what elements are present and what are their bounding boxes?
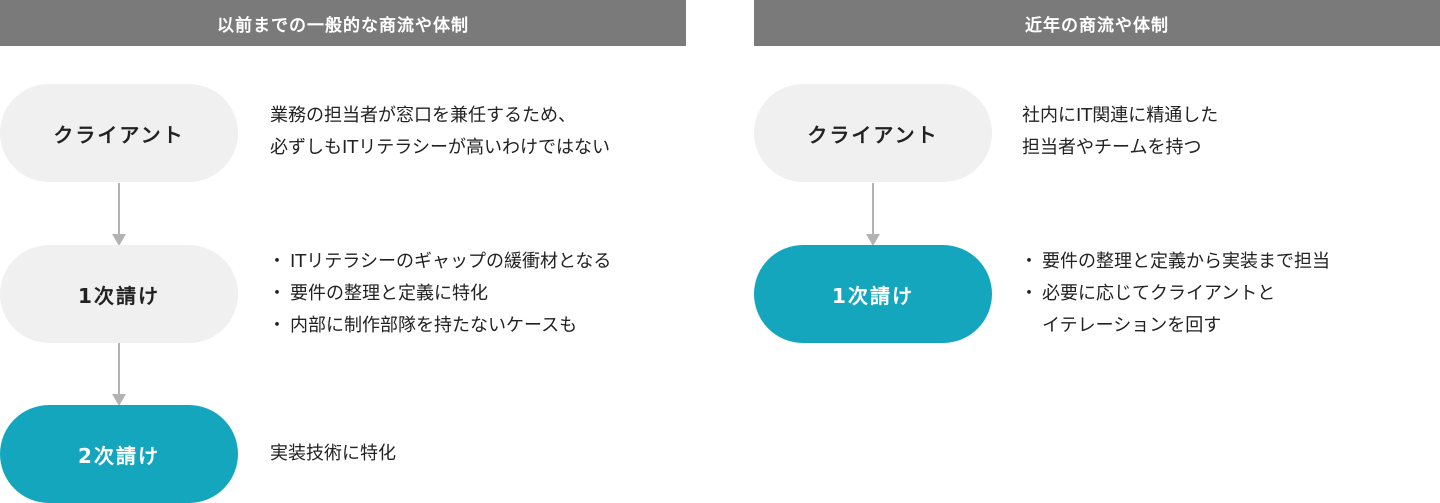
left-arrow-1	[112, 183, 126, 246]
right-section-header: 近年の商流や体制	[754, 0, 1440, 46]
right-client-description: 社内にIT関連に精通した 担当者やチームを持つ	[1022, 100, 1218, 164]
bullet-item: ・要件の整理と定義に特化	[266, 278, 611, 310]
right-arrow-1	[866, 183, 880, 246]
right-node-client: クライアント	[754, 84, 992, 182]
arrow-down-icon	[866, 234, 880, 246]
arrow-down-icon	[112, 234, 126, 246]
bullet-text: 要件の整理と定義に特化	[290, 283, 488, 304]
arrow-line	[872, 183, 874, 234]
bullet-dot: ・	[1020, 251, 1038, 272]
left-node-client: クライアント	[0, 84, 238, 182]
node-label: クライアント	[53, 122, 185, 147]
right-section-title: 近年の商流や体制	[1025, 15, 1169, 36]
arrow-down-icon	[112, 394, 126, 406]
node-label: 1次請け	[78, 283, 160, 308]
bullet-text: 内部に制作部隊を持たないケースも	[290, 315, 578, 336]
left-client-description: 業務の担当者が窓口を兼任するため、 必ずしもITリテラシーが高いわけではない	[270, 100, 610, 164]
left-node-first-contractor: 1次請け	[0, 245, 238, 343]
node-label: 2次請け	[78, 443, 160, 468]
bullet-text-continuation: イテレーションを回す	[1042, 315, 1222, 336]
arrow-line	[118, 183, 120, 234]
left-section-title: 以前までの一般的な商流や体制	[217, 15, 469, 36]
description-line: 実装技術に特化	[270, 443, 396, 464]
arrow-line	[118, 343, 120, 394]
description-line: 担当者やチームを持つ	[1022, 137, 1202, 158]
bullet-item: ・必要に応じてクライアントとイテレーションを回す	[1018, 278, 1330, 342]
bullet-dot: ・	[268, 251, 286, 272]
description-line: 必ずしもITリテラシーが高いわけではない	[270, 137, 610, 158]
node-label: 1次請け	[832, 283, 914, 308]
bullet-dot: ・	[1020, 283, 1038, 304]
left-arrow-2	[112, 343, 126, 406]
bullet-dot: ・	[268, 283, 286, 304]
description-line: 社内にIT関連に精通した	[1022, 105, 1219, 126]
bullet-text: 要件の整理と定義から実装まで担当	[1042, 251, 1330, 272]
bullet-list: ・ITリテラシーのギャップの緩衝材となる ・要件の整理と定義に特化 ・内部に制作…	[266, 246, 611, 342]
right-node-first-contractor: 1次請け	[754, 245, 992, 343]
bullet-text: ITリテラシーのギャップの緩衝材となる	[290, 251, 612, 272]
left-first-contractor-description: ・ITリテラシーのギャップの緩衝材となる ・要件の整理と定義に特化 ・内部に制作…	[266, 246, 611, 342]
node-label: クライアント	[807, 122, 939, 147]
bullet-text: 必要に応じてクライアントと	[1042, 283, 1276, 304]
left-section-header: 以前までの一般的な商流や体制	[0, 0, 686, 46]
left-node-second-contractor: 2次請け	[0, 405, 238, 503]
bullet-item: ・要件の整理と定義から実装まで担当	[1018, 246, 1330, 278]
right-first-contractor-description: ・要件の整理と定義から実装まで担当 ・必要に応じてクライアントとイテレーションを…	[1018, 246, 1330, 342]
bullet-item: ・内部に制作部隊を持たないケースも	[266, 310, 611, 342]
description-line: 業務の担当者が窓口を兼任するため、	[270, 105, 576, 126]
left-second-contractor-description: 実装技術に特化	[270, 438, 396, 470]
bullet-item: ・ITリテラシーのギャップの緩衝材となる	[266, 246, 611, 278]
bullet-list: ・要件の整理と定義から実装まで担当 ・必要に応じてクライアントとイテレーションを…	[1018, 246, 1330, 342]
bullet-dot: ・	[268, 315, 286, 336]
